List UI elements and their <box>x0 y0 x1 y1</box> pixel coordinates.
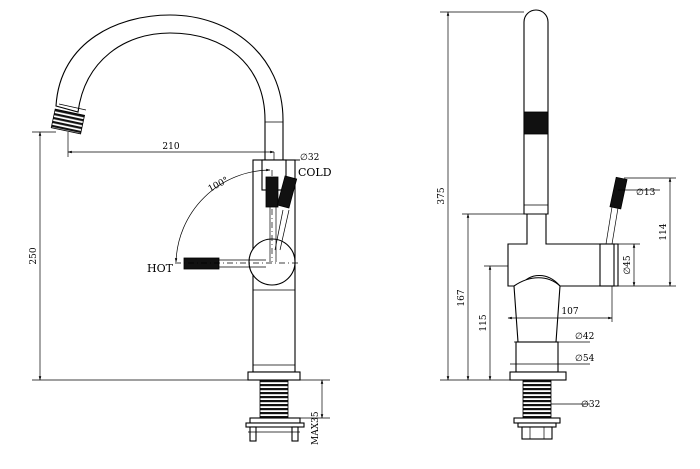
hot-label: HOT <box>147 262 174 275</box>
total-height-dimension: 375 <box>437 11 524 381</box>
handle-diameter-dimension: ∅13 <box>618 188 660 198</box>
side-view: 375 167 115 107 ∅42 ∅54 <box>437 9 676 440</box>
body-diameter-dimension: ∅45 <box>618 243 640 287</box>
aerator-icon <box>50 103 87 135</box>
base-42-label: ∅42 <box>575 332 594 342</box>
height-dimension: 250 <box>29 131 330 381</box>
max-thickness-dimension: MAX35 <box>300 379 330 445</box>
front-view: 210 ∅32 <box>29 14 332 445</box>
cold-label: COLD <box>298 166 332 179</box>
reach-dimension: 210 <box>67 132 275 160</box>
total-height-label: 375 <box>437 187 447 204</box>
height-167-dimension: 167 <box>457 213 524 381</box>
height-115-dimension: 115 <box>479 265 508 381</box>
side-body <box>507 213 619 373</box>
max-thickness-label: MAX35 <box>311 411 321 445</box>
base-54-dimension: ∅54 <box>510 354 595 365</box>
spout-diameter-label: ∅32 <box>300 153 319 163</box>
spout <box>50 14 284 161</box>
handle-height-dimension: 114 <box>618 177 676 287</box>
height-115-label: 115 <box>479 314 489 331</box>
height-167-label: 167 <box>457 289 467 306</box>
reach-label: 210 <box>162 142 179 152</box>
base-assembly <box>245 371 305 442</box>
body-length-dimension: 107 <box>507 286 613 322</box>
body-length-label: 107 <box>561 307 578 317</box>
side-spout <box>523 9 549 215</box>
height-label: 250 <box>29 247 39 264</box>
base-54-label: ∅54 <box>575 354 595 364</box>
handle-height-label: 114 <box>659 223 669 240</box>
handle-diameter-label: ∅13 <box>636 188 656 198</box>
base-42-dimension: ∅42 <box>514 332 594 343</box>
side-base <box>509 371 567 440</box>
shank-label: ∅32 <box>581 400 600 410</box>
body-diameter-label: ∅45 <box>623 255 633 275</box>
angle-label: 100° <box>207 176 231 195</box>
side-handle <box>605 176 628 245</box>
shank-dimension: ∅32 <box>551 400 600 410</box>
